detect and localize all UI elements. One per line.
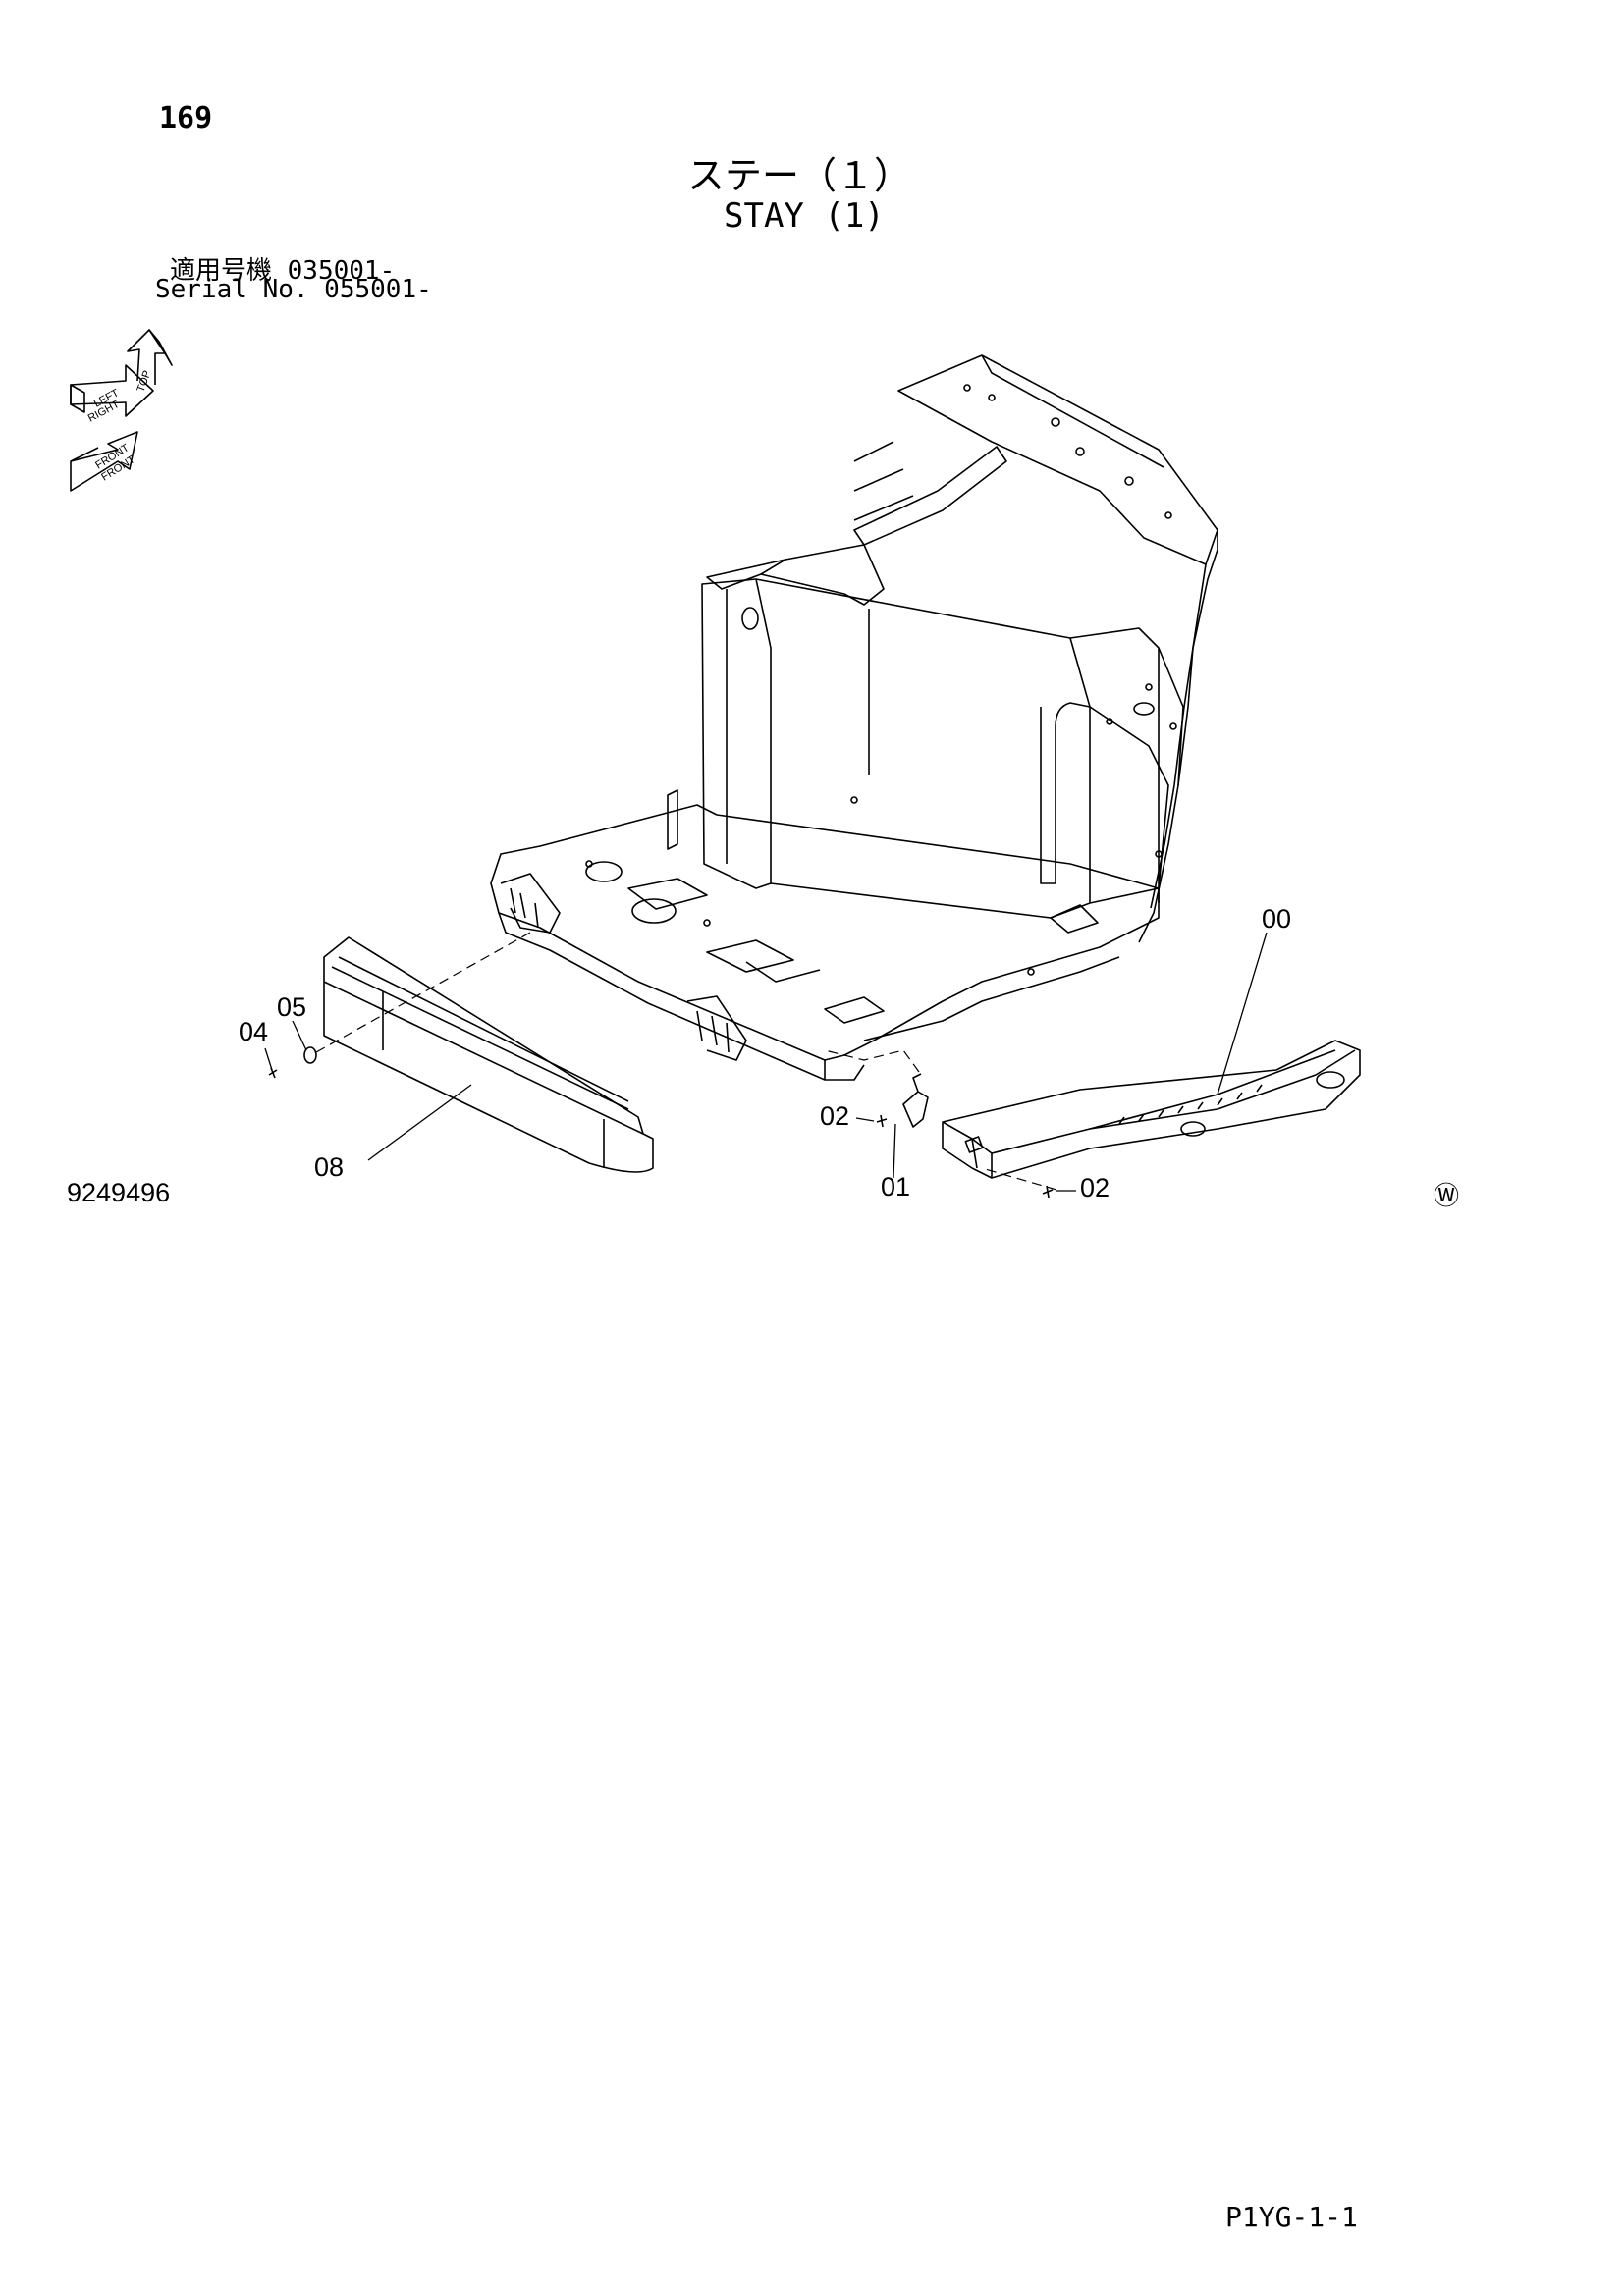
- callout-00: 00: [1262, 904, 1291, 934]
- page-number: 169: [159, 101, 213, 135]
- title-japanese: ステー（１）: [687, 154, 912, 197]
- title-english: STAY (1): [724, 196, 885, 236]
- drawing-number: 9249496: [67, 1178, 171, 1207]
- callout-04: 04: [239, 1017, 268, 1046]
- orientation-indicator-icon: LEFT RIGHT TOP FRONT FRONT: [70, 329, 173, 492]
- page-code: P1YG-1-1: [1225, 2201, 1358, 2233]
- part-00-step: [942, 1040, 1361, 1179]
- callout-02-right: 02: [1080, 1173, 1110, 1202]
- part-01-bracket: [902, 1073, 929, 1128]
- callout-01: 01: [881, 1172, 910, 1201]
- callout-leader-lines: [264, 932, 1268, 1192]
- w-mark-icon: Ⓦ: [1434, 1182, 1460, 1211]
- assembly-lines: [315, 932, 1057, 1191]
- serial-range-english: Serial No. 055001-: [155, 275, 432, 304]
- callout-05: 05: [277, 992, 306, 1022]
- callout-02-left: 02: [820, 1101, 849, 1131]
- part-08-bumper-cover: [323, 936, 654, 1173]
- serial-range-japanese: 適用号機 035001-: [170, 256, 396, 286]
- callout-08: 08: [314, 1152, 344, 1182]
- fastener-bolts: [268, 1046, 1054, 1199]
- frame-assembly: [490, 354, 1218, 1081]
